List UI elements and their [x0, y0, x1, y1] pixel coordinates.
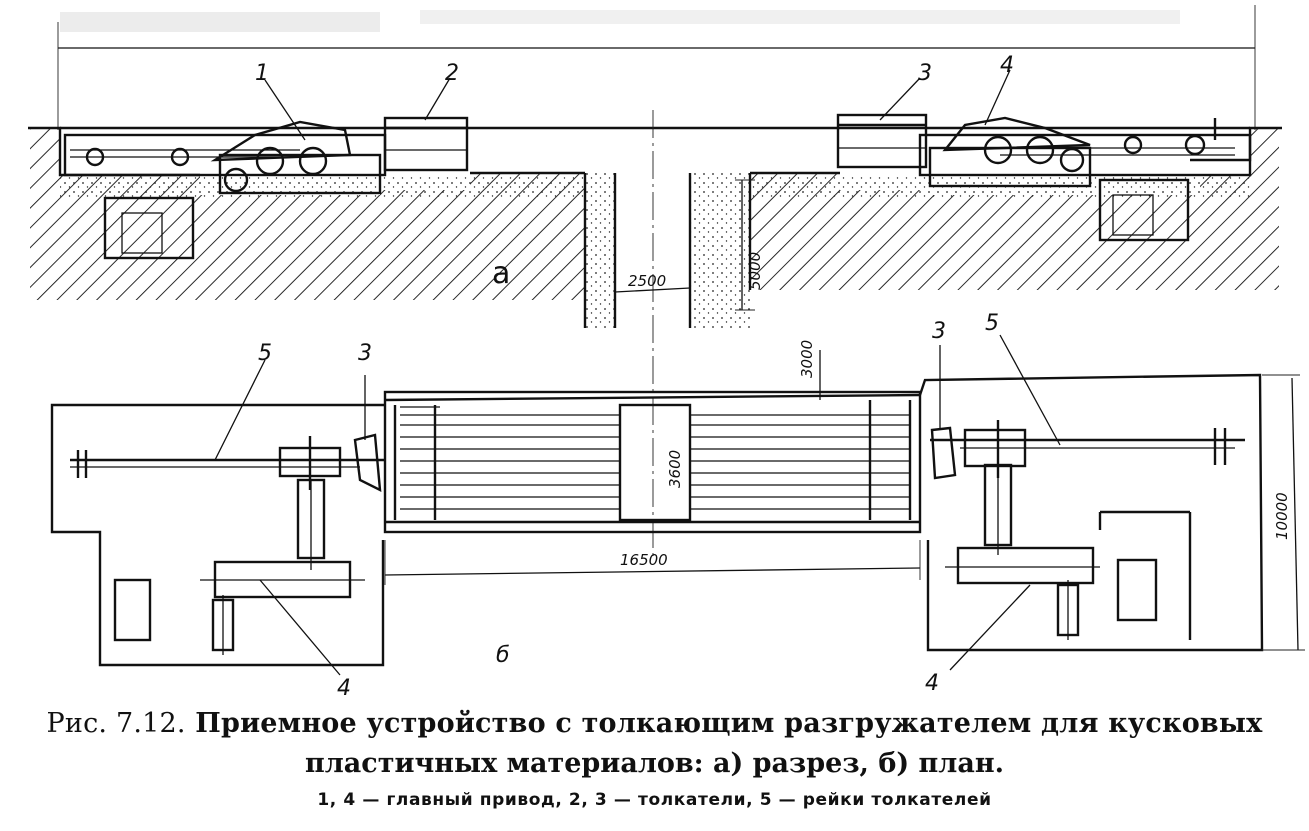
figure-legend: 1, 4 — главный привод, 2, 3 — толкатели,… — [317, 790, 992, 810]
dim-length: 16500 — [620, 551, 668, 569]
dim-pit-width: 2500 — [628, 272, 666, 290]
dim-top: 3000 — [798, 340, 816, 378]
view-letter-a: а — [492, 256, 510, 291]
dim-pit-depth: 5000 — [746, 252, 764, 290]
dim-center-width: 3600 — [666, 450, 684, 488]
label-4-left: 4 — [337, 676, 351, 700]
label-2: 2 — [445, 61, 459, 86]
label-5-left: 5 — [258, 341, 272, 366]
label-5-right: 5 — [985, 311, 999, 336]
section-b-plan — [50, 334, 1305, 676]
section-a-elevation — [28, 5, 1282, 560]
dim-right: 10000 — [1273, 492, 1291, 540]
label-1: 1 — [255, 61, 269, 86]
technical-drawing: 1 2 3 4 а 2500 5000 — [28, 5, 1305, 700]
label-3-top: 3 — [918, 61, 932, 86]
label-3-right: 3 — [932, 319, 946, 344]
figure-caption-line2: пластичных материалов: а) разрез, б) пла… — [304, 748, 1004, 779]
label-4-top: 4 — [1000, 53, 1014, 78]
figure-number: Рис. 7.12. — [46, 708, 186, 739]
label-4-right: 4 — [925, 671, 939, 696]
label-3-left: 3 — [358, 341, 372, 366]
view-letter-b: б — [496, 643, 510, 668]
figure-title: Приемное устройство с толкающим разгружа… — [195, 708, 1263, 739]
figure-caption-line1: Рис. 7.12. Приемное устройство с толкающ… — [0, 708, 1309, 739]
